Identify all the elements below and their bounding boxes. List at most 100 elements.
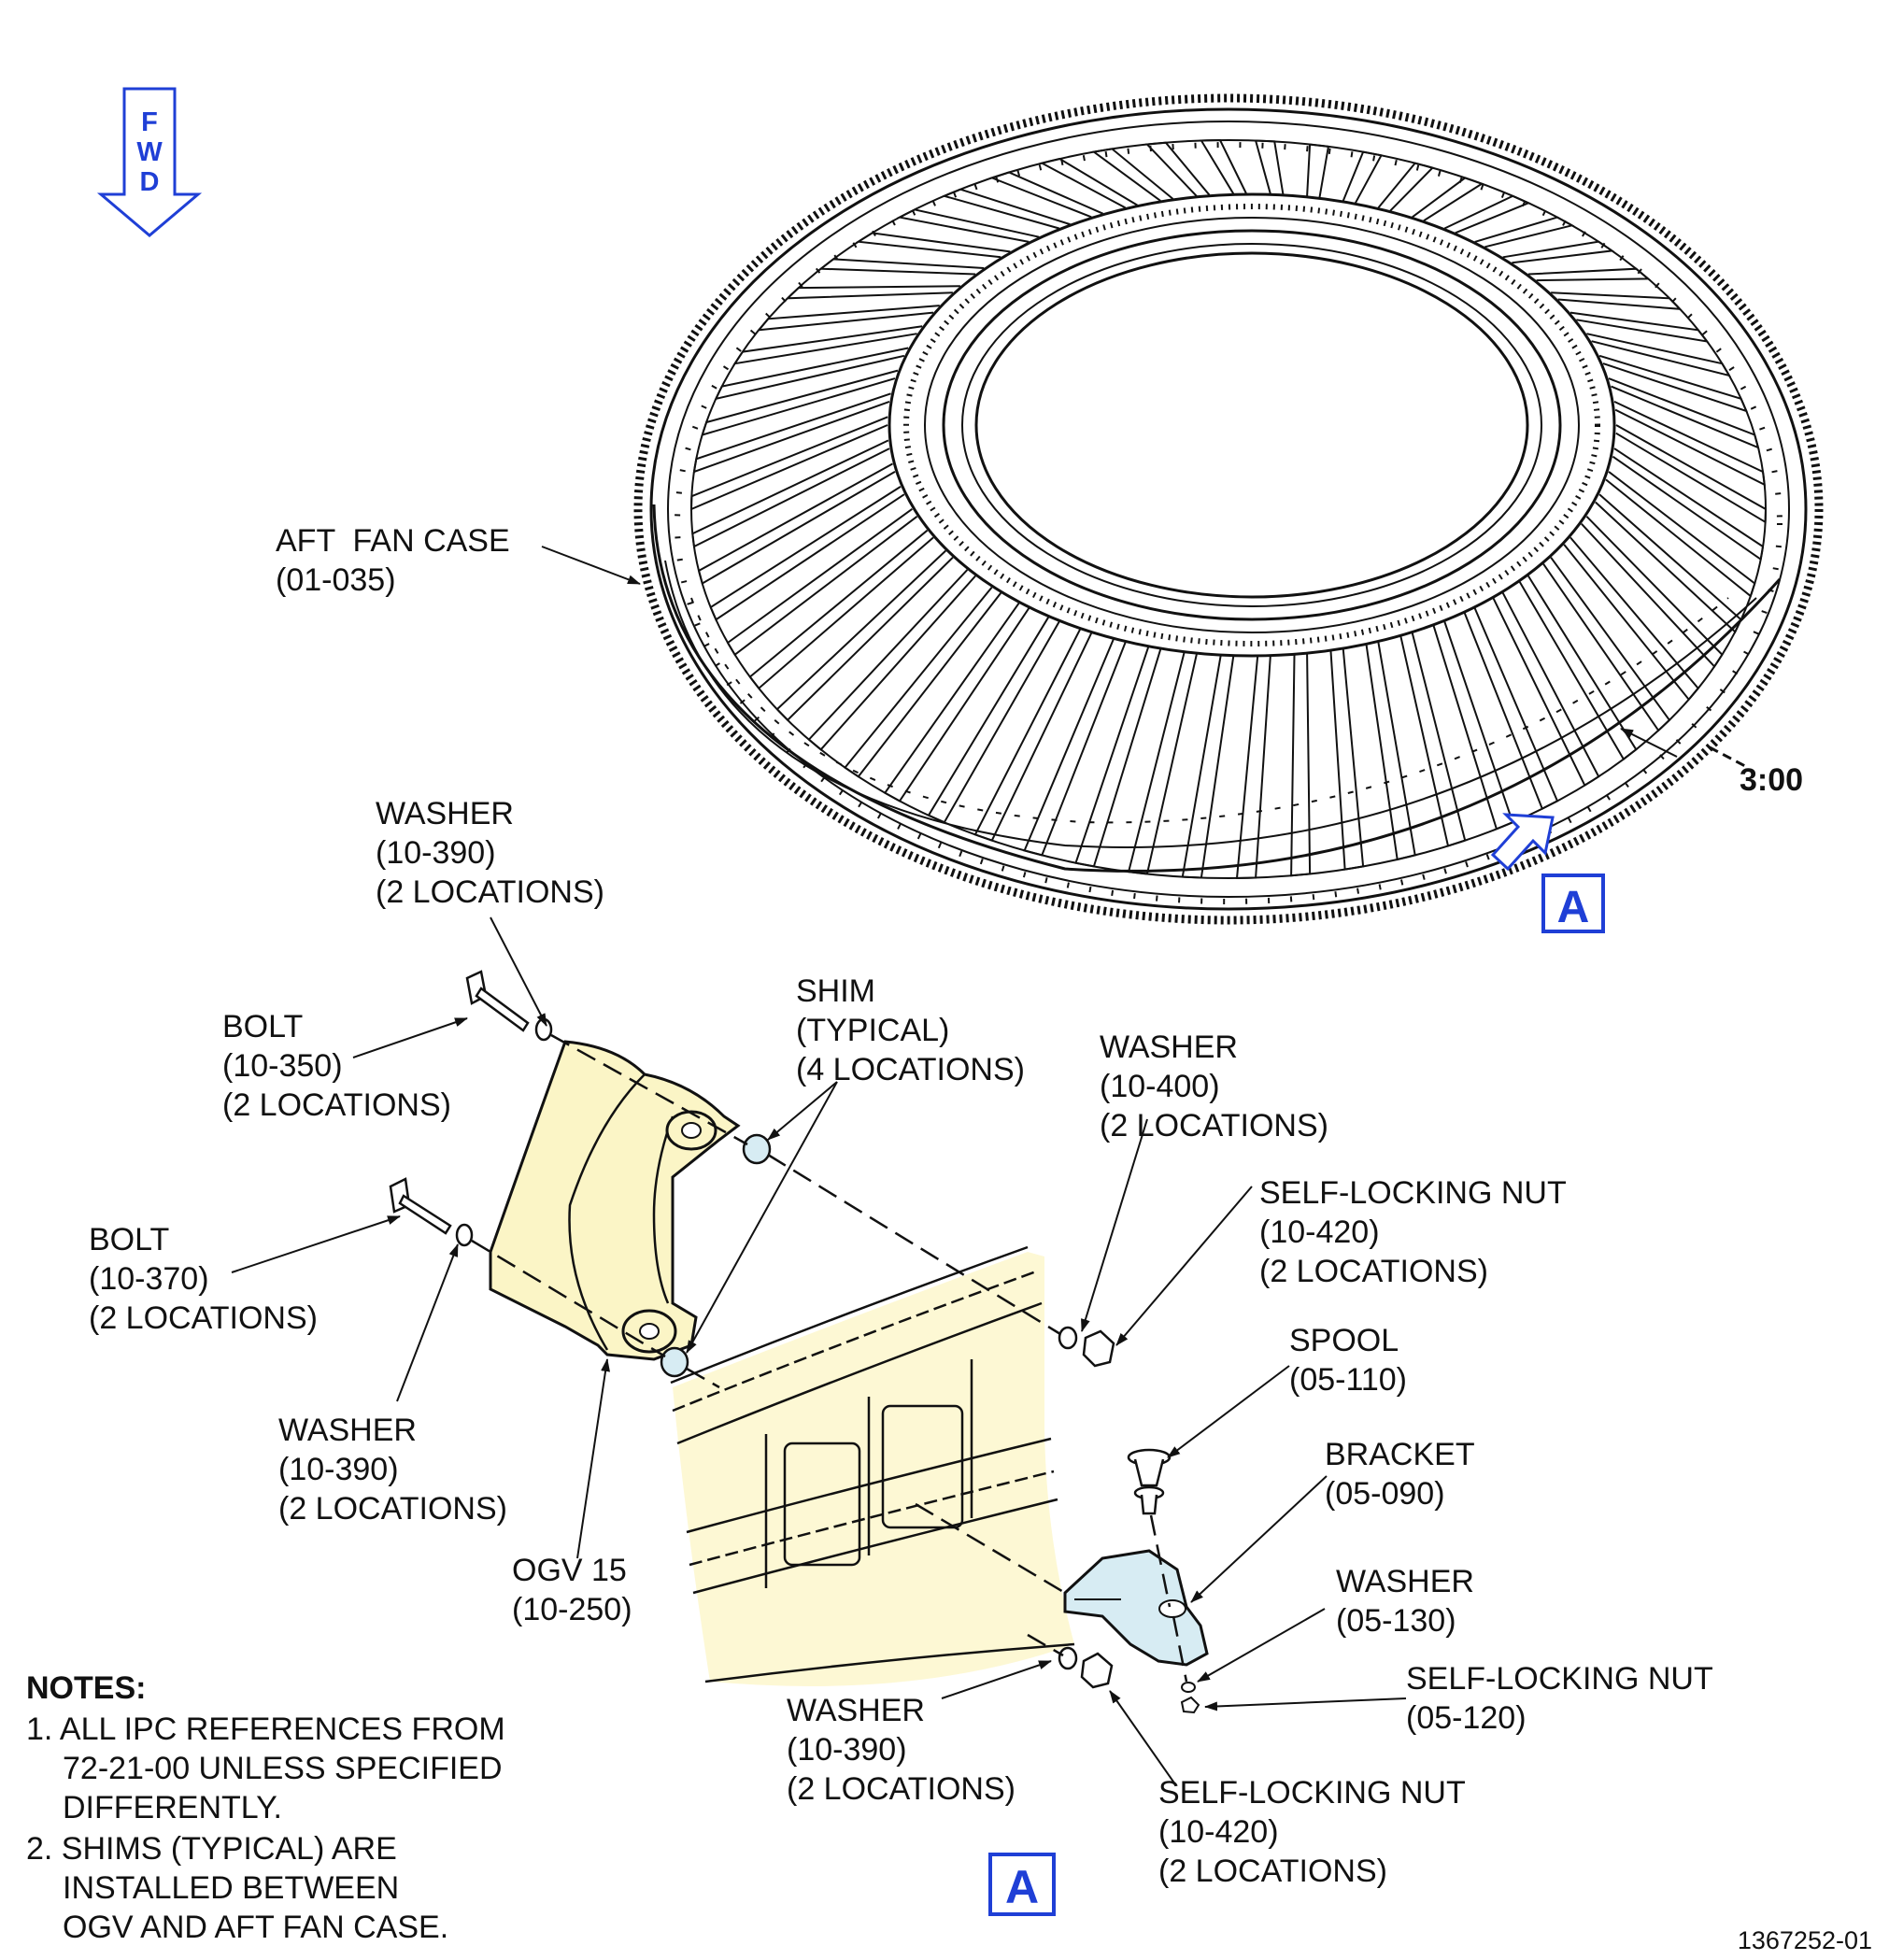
label-bolt-upper-name: BOLT	[222, 1009, 303, 1044]
ogv-vane	[785, 285, 960, 300]
label-ogv-name: OGV 15	[512, 1553, 627, 1588]
nut-small-part	[1180, 1696, 1200, 1714]
ogv-vane	[1502, 240, 1615, 264]
ogv-vane	[1605, 471, 1756, 598]
ogv-vane	[689, 416, 888, 511]
label-nut-small-ref: (05-120)	[1406, 1700, 1527, 1736]
ogv-vane	[1492, 592, 1600, 788]
ogv-vane	[1518, 575, 1638, 761]
ogv-vane	[701, 369, 899, 436]
ogv-vane	[1235, 656, 1271, 880]
ogv-vane	[714, 347, 909, 401]
label-ogv-ref: (10-250)	[512, 1592, 632, 1627]
note-2-line-2: INSTALLED BETWEEN	[63, 1870, 399, 1906]
label-bracket-ref: (05-090)	[1325, 1476, 1445, 1512]
ogv-vane	[1039, 157, 1138, 209]
spool-part	[1127, 1448, 1172, 1515]
figure-number: 1367252-01	[1738, 1926, 1872, 1954]
label-washer-left-ref: (10-390)	[278, 1452, 399, 1487]
aft-fan-case-segment	[670, 1245, 1075, 1686]
ogv-vane	[1254, 139, 1285, 195]
ogv-vane	[941, 188, 1071, 230]
ogv-vane	[1127, 652, 1198, 875]
ogv-vane	[709, 486, 905, 621]
ogv-vane	[1615, 424, 1768, 524]
label-aft-fan-case-ref: (01-035)	[276, 562, 396, 598]
fwd-letter-d: D	[140, 167, 160, 197]
ogv-vane	[1598, 354, 1749, 413]
label-bolt-upper-qty: (2 LOCATIONS)	[222, 1087, 451, 1123]
ogv-vane	[1608, 377, 1760, 449]
ogv-vane	[1613, 400, 1766, 487]
label-shim-name: SHIM	[796, 973, 875, 1009]
view-marker-top-letter: A	[1557, 883, 1590, 932]
bracket-part	[1063, 1549, 1209, 1667]
assembly-centerlines	[471, 1033, 1188, 1683]
view-marker-bottom-letter: A	[1005, 1861, 1039, 1913]
ogv-vane	[1377, 162, 1435, 212]
label-washer-top-name: WASHER	[376, 796, 514, 831]
ogv-vane	[1365, 642, 1416, 861]
label-washer-right-name: WASHER	[1100, 1030, 1238, 1065]
ogv-vane	[1443, 194, 1531, 234]
washer-right-part	[1058, 1326, 1078, 1350]
washer-lower-part	[455, 1223, 474, 1247]
ogv-vane	[1551, 291, 1683, 311]
label-washer-top-ref: (10-390)	[376, 835, 496, 871]
ogv-vane	[692, 392, 891, 474]
note-1-line-3: DIFFERENTLY.	[63, 1790, 282, 1825]
fwd-letter-w: W	[136, 137, 163, 167]
label-nut-upper-qty: (2 LOCATIONS)	[1259, 1254, 1488, 1289]
note-1-line-2: 72-21-00 UNLESS SPECIFIED	[63, 1751, 503, 1786]
leader-lines	[231, 546, 1678, 1785]
label-washer-bottom-ref: (10-390)	[787, 1732, 907, 1768]
ogv-vane	[756, 305, 940, 332]
washer-small-part	[1181, 1682, 1196, 1693]
ogv-vane	[855, 232, 1011, 259]
ogv-vane	[1527, 267, 1651, 282]
label-bracket-name: BRACKET	[1325, 1437, 1475, 1472]
label-washer-left-qty: (2 LOCATIONS)	[278, 1491, 507, 1527]
ogv-part	[489, 1040, 741, 1361]
label-washer-small-name: WASHER	[1336, 1564, 1474, 1599]
aft-fan-case-ring	[633, 93, 1824, 925]
bolt-lower	[389, 1177, 452, 1235]
label-nut-lower-name: SELF-LOCKING NUT	[1158, 1775, 1466, 1811]
view-arrow-icon	[1490, 813, 1555, 872]
note-2-line-1: 2. SHIMS (TYPICAL) ARE	[26, 1831, 397, 1867]
nut-lower-part	[1080, 1652, 1114, 1689]
ogv-vane	[927, 617, 1060, 824]
ogv-vane	[1586, 333, 1732, 377]
ogv-vane	[732, 325, 923, 365]
ogv-vane	[1342, 150, 1384, 204]
view-marker-top: A	[1541, 873, 1605, 933]
ogv-vane	[1290, 654, 1312, 877]
ogv-vane	[1542, 557, 1671, 732]
ogv-vane	[697, 462, 896, 586]
bolt-upper	[465, 970, 530, 1032]
ogv-vane	[1412, 177, 1484, 222]
notes-heading: NOTES:	[26, 1670, 146, 1706]
label-nut-lower-ref: (10-420)	[1158, 1814, 1279, 1850]
nut-upper-part	[1082, 1329, 1115, 1368]
ogv-vane	[1474, 216, 1575, 249]
label-bolt-lower-ref: (10-370)	[89, 1261, 209, 1297]
ogv-vane	[1581, 516, 1724, 669]
ogv-vane	[1595, 493, 1742, 634]
note-1-line-1: 1. ALL IPC REFERENCES FROM	[26, 1711, 505, 1747]
ogv-vane	[817, 258, 985, 276]
note-2-line-3: OGV AND AFT FAN CASE.	[63, 1910, 448, 1945]
label-bolt-upper-ref: (10-350)	[222, 1048, 343, 1084]
ogv-vane	[1329, 649, 1365, 871]
label-nut-small-name: SELF-LOCKING NUT	[1406, 1661, 1713, 1697]
label-shim-note: (TYPICAL)	[796, 1013, 949, 1048]
label-washer-right-qty: (2 LOCATIONS)	[1100, 1108, 1328, 1143]
ogv-vane	[1074, 646, 1162, 868]
label-washer-top-qty: (2 LOCATIONS)	[376, 874, 604, 910]
label-nut-upper-ref: (10-420)	[1259, 1214, 1380, 1250]
ogv-vane	[1432, 621, 1514, 831]
fwd-arrow-icon: F W D	[96, 87, 203, 237]
label-nut-lower-qty: (2 LOCATIONS)	[1158, 1853, 1387, 1889]
ogv-vane-array	[689, 138, 1768, 880]
